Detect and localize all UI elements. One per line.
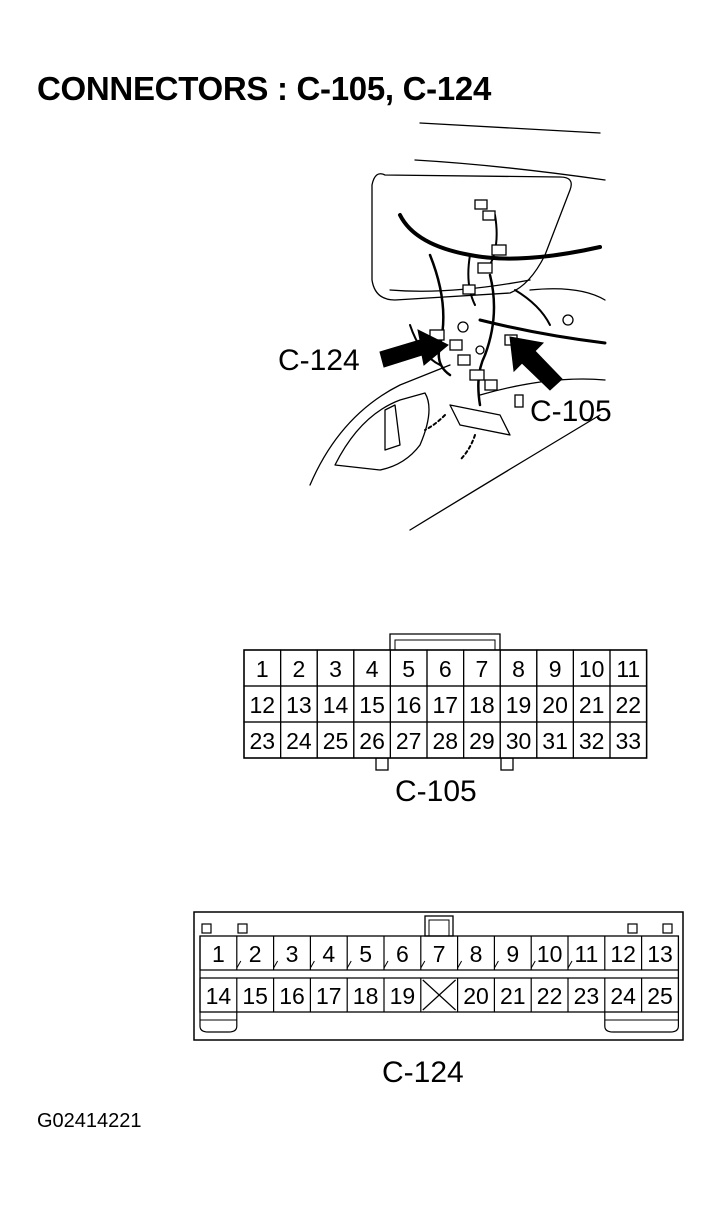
callout-c105: C-105 [530,395,612,428]
pin-number: 20 [542,692,568,718]
pin-number: 14 [206,983,232,1009]
pin-number: 10 [537,941,563,967]
connector-c124-label: C-124 [382,1056,464,1089]
connector-c105-label: C-105 [395,775,477,808]
pin-number: 15 [242,983,268,1009]
connector-key [627,923,638,934]
pin-number: 30 [506,728,532,754]
pin-number: 1 [256,656,269,682]
pin-number: 28 [433,728,459,754]
pin-number: 32 [579,728,605,754]
pin-number: 18 [353,983,379,1009]
pin-number: 8 [470,941,483,967]
pin-number: 5 [359,941,372,967]
pin-notch [530,960,536,969]
pin-number: 6 [396,941,409,967]
pin-number: 2 [293,656,306,682]
pin-number: 16 [279,983,305,1009]
pin-number: 11 [574,941,598,967]
pin-number: 3 [329,656,342,682]
pin-notch [420,960,426,969]
pin-number: 24 [286,728,312,754]
pin-number: 15 [359,692,385,718]
pin-number: 21 [579,692,605,718]
pin-number: 19 [390,983,416,1009]
pin-number: 17 [316,983,342,1009]
pin-number: 11 [616,656,640,682]
pin-number: 31 [542,728,568,754]
callout-c124: C-124 [278,344,360,377]
pin-notch [457,960,463,969]
locking-tab [604,1012,679,1033]
pin-number: 27 [396,728,422,754]
pin-notch [346,960,352,969]
pin-number: 5 [402,656,415,682]
pin-number: 2 [249,941,262,967]
pin-number: 8 [512,656,525,682]
figure-id: G02414221 [37,1110,142,1132]
pin-number: 22 [537,983,563,1009]
pin-number: 21 [500,983,526,1009]
connector-latch-inner [394,639,496,650]
connector-key [201,923,212,934]
pin-number: 33 [616,728,642,754]
pin-notch [273,960,279,969]
pin-number: 4 [322,941,335,967]
connector-key [237,923,248,934]
pin-number: 24 [610,983,636,1009]
pin-number: 25 [323,728,349,754]
pin-number: 20 [463,983,489,1009]
pin-notch [383,960,389,969]
pin-number: 23 [574,983,600,1009]
pin-number: 18 [469,692,495,718]
pin-number: 25 [647,983,673,1009]
pin-number: 14 [323,692,349,718]
pin-number: 7 [433,941,446,967]
pin-number: 10 [579,656,605,682]
pin-number: 17 [433,692,459,718]
page-title: CONNECTORS : C-105, C-124 [37,70,492,107]
connector-latch [389,633,501,650]
pin-number: 23 [250,728,276,754]
pin-notch [236,960,242,969]
pin-number: 9 [549,656,562,682]
pin-number: 16 [396,692,422,718]
pin-notch [493,960,499,969]
pin-number: 19 [506,692,532,718]
harness-illustration [309,122,607,531]
empty-cavity-mark [422,979,457,1011]
pin-number: 7 [476,656,489,682]
connector-body [243,649,648,759]
pin-grid [199,935,680,1013]
pin-number: 12 [610,941,636,967]
locking-tab [199,1012,238,1033]
pin-number: 26 [359,728,385,754]
pin-number: 29 [469,728,495,754]
pin-number: 12 [250,692,276,718]
connector-key [375,757,389,771]
pin-number: 3 [286,941,299,967]
pin-number: 9 [506,941,519,967]
pin-notch [567,960,573,969]
pin-cell [609,721,648,759]
connector-key [500,757,514,771]
pin-number: 1 [212,941,225,967]
pin-number: 22 [616,692,642,718]
pin-number: 4 [366,656,379,682]
pin-number: 13 [647,941,673,967]
pin-notch [309,960,315,969]
connector-key [662,923,673,934]
pin-number: 6 [439,656,452,682]
pin-number: 13 [286,692,312,718]
